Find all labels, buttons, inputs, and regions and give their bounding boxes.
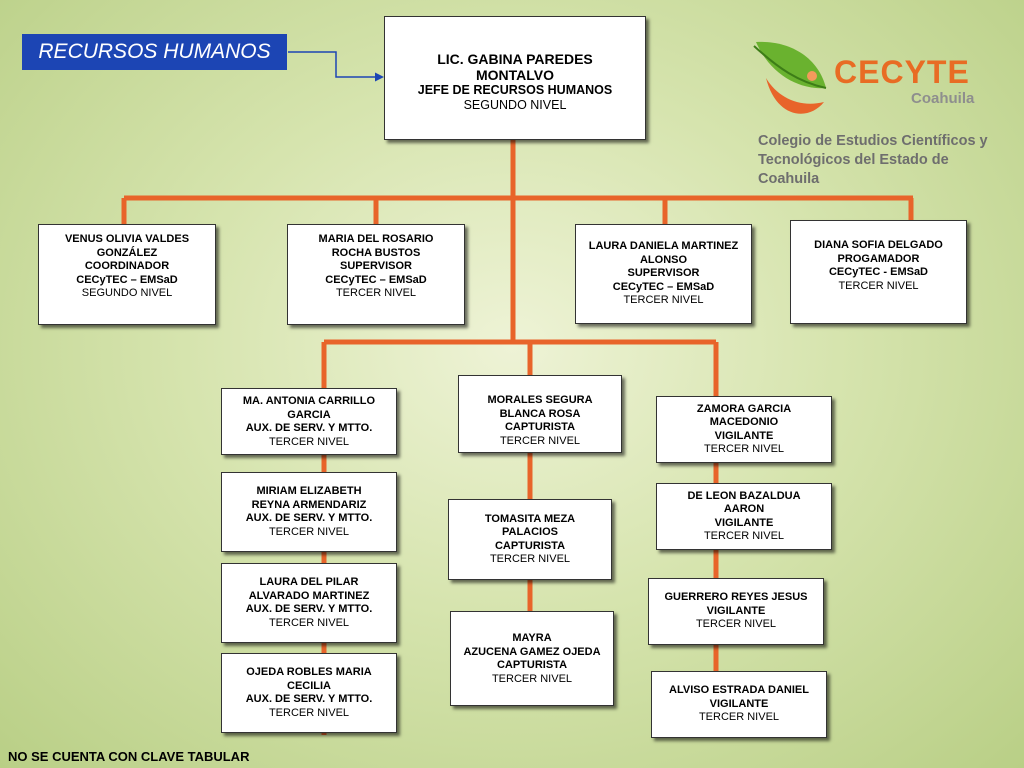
node-line: GUERRERO REYES JESUS [664,591,808,604]
node-line: LIC. GABINA PAREDES [437,51,593,67]
node-line: COORDINADOR [84,260,170,272]
node-line: TERCER NIVEL [489,553,571,565]
org-node-capturista: MORALES SEGURA BLANCA ROSA CAPTURISTA TE… [458,375,622,453]
banner-arrow-head [375,72,384,82]
org-node-vigilante: DE LEON BAZALDUA AARON VIGILANTE TERCER … [656,483,832,550]
node-line: SEGUNDO NIVEL [81,287,173,299]
node-line: PALACIOS [501,526,559,538]
node-line: TERCER NIVEL [623,294,704,307]
node-line: CAPTURISTA [496,659,568,671]
logo-institution-line: Colegio de Estudios Científicos y [758,133,988,149]
node-line: TERCER NIVEL [695,618,777,631]
node-line: VIGILANTE [706,604,766,617]
org-node-aux: OJEDA ROBLES MARIA CECILIA AUX. DE SERV.… [221,653,397,733]
node-line: REYNA ARMENDARIZ [251,498,367,511]
node-line: SUPERVISOR [627,267,700,280]
node-line: TERCER NIVEL [703,443,785,455]
org-node-aux: MIRIAM ELIZABETH REYNA ARMENDARIZ AUX. D… [221,472,397,552]
node-line: TERCER NIVEL [268,706,350,719]
section-title-banner: RECURSOS HUMANOS [22,34,287,70]
node-line: TERCER NIVEL [335,287,417,299]
node-line: VIGILANTE [714,429,774,442]
org-node-capturista: MAYRA AZUCENA GAMEZ OJEDA CAPTURISTA TER… [450,611,614,706]
node-line: CECILIA [287,679,331,692]
node-line: PROGAMADOR [837,252,920,265]
node-line: DIANA SOFIA DELGADO [814,239,943,251]
node-line: TERCER NIVEL [491,672,573,685]
node-line: VIGILANTE [714,516,774,529]
node-line: CECyTEC – EMSaD [325,273,427,286]
node-line: AUX. DE SERV. Y MTTO. [245,512,373,524]
node-line: MARIA DEL ROSARIO [318,233,434,245]
node-line: VENUS OLIVIA VALDES [64,233,190,245]
org-node-level2: VENUS OLIVIA VALDES GONZÁLEZ COORDINADOR… [38,224,216,325]
node-line: CAPTURISTA [504,421,576,433]
node-line: ZAMORA GARCIA [696,402,792,415]
node-line: ALVISO ESTRADA DANIEL [669,684,809,697]
node-line: MONTALVO [475,67,555,83]
org-node-level2: MARIA DEL ROSARIO ROCHA BUSTOS SUPERVISO… [287,224,465,325]
logo-state-text: Coahuila [911,90,975,107]
node-line: MA. ANTONIA CARRILLO [242,395,376,407]
node-line: CAPTURISTA [494,539,566,552]
logo-institution-text: Colegio de Estudios Científicos y Tecnol… [758,132,988,189]
org-node-level2: DIANA SOFIA DELGADO PROGAMADOR CECyTEC -… [790,220,967,324]
leaf-logo-icon [753,41,827,114]
node-line: TERCER NIVEL [268,435,350,448]
node-line: TOMASITA MEZA [484,512,576,525]
node-line: JEFE DE RECURSOS HUMANOS [417,83,613,97]
node-line: TERCER NIVEL [268,616,350,629]
footer-note: NO SE CUENTA CON CLAVE TABULAR [8,749,250,764]
logo-brand-text: CECYTE [834,54,970,90]
node-line: TERCER NIVEL [703,530,785,542]
node-line: AUX. DE SERV. Y MTTO. [245,693,373,705]
node-line: DE LEON BAZALDUA [687,489,801,502]
node-line: AUX. DE SERV. Y MTTO. [245,603,373,615]
node-line: AZUCENA GAMEZ OJEDA [463,645,601,658]
node-line: AARON [723,503,765,515]
node-line: SUPERVISOR [340,260,412,272]
org-node-level2: LAURA DANIELA MARTINEZ ALONSO SUPERVISOR… [575,224,752,324]
node-line: TERCER NIVEL [268,525,350,538]
node-line: LAURA DEL PILAR [259,576,359,588]
node-line: GARCIA [287,408,331,421]
node-line: CECyTEC – EMSaD [612,280,715,293]
node-line: AUX. DE SERV. Y MTTO. [245,422,373,434]
node-line: CECyTEC – EMSaD [76,273,178,286]
node-line: GONZÁLEZ [96,246,158,259]
node-line: TERCER NIVEL [698,711,780,724]
node-line: SEGUNDO NIVEL [463,98,567,112]
node-line: CECyTEC - EMSaD [828,266,929,278]
node-line: MACEDONIO [709,416,779,428]
node-line: ROCHA BUSTOS [331,246,421,259]
node-line: MORALES SEGURA [487,394,593,406]
node-line: ALVARADO MARTINEZ [248,589,370,602]
org-node-aux: LAURA DEL PILAR ALVARADO MARTINEZ AUX. D… [221,563,397,643]
node-line: TERCER NIVEL [499,434,581,447]
cecyte-logo: CECYTE Coahuila Colegio de Estudios Cien… [748,30,988,187]
node-line: LAURA DANIELA MARTINEZ [588,240,739,253]
node-line: MAYRA [512,632,552,644]
org-node-vigilante: ZAMORA GARCIA MACEDONIO VIGILANTE TERCER… [656,396,832,463]
node-line: TERCER NIVEL [838,279,919,292]
node-line: ALONSO [639,253,688,266]
org-node-vigilante: GUERRERO REYES JESUS VIGILANTE TERCER NI… [648,578,824,645]
node-line: VIGILANTE [709,697,769,710]
logo-institution-line: Tecnológicos del Estado de Coahuila [758,152,949,187]
banner-arrow-line [288,51,378,78]
org-node-capturista: TOMASITA MEZA PALACIOS CAPTURISTA TERCER… [448,499,612,580]
org-node-aux: MA. ANTONIA CARRILLO GARCIA AUX. DE SERV… [221,388,397,455]
node-line: OJEDA ROBLES MARIA [246,666,372,678]
org-node-vigilante: ALVISO ESTRADA DANIEL VIGILANTE TERCER N… [651,671,827,738]
node-line: MIRIAM ELIZABETH [256,485,362,497]
org-node-chief: LIC. GABINA PAREDES MONTALVO JEFE DE REC… [384,16,646,140]
node-line: BLANCA ROSA [499,407,581,420]
